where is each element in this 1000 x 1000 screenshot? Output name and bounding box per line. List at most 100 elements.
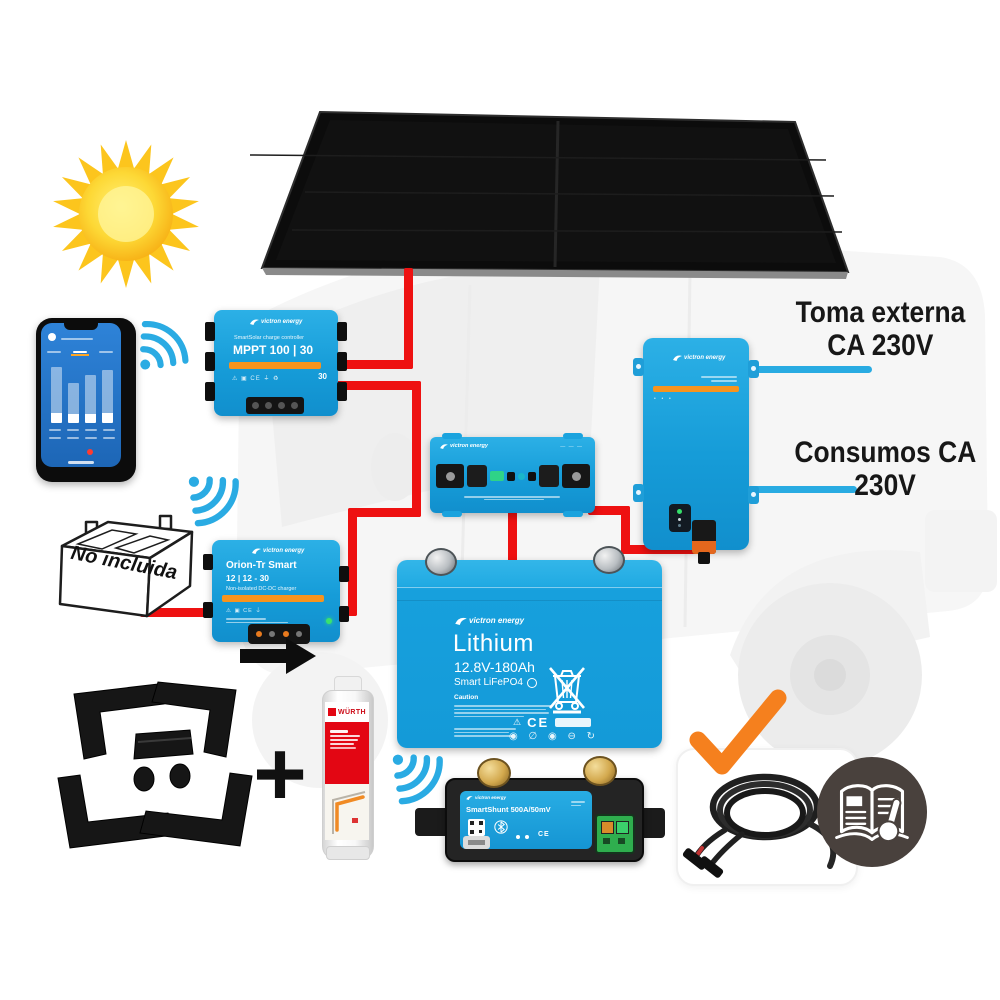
battery-product-name: Lithium [453, 630, 534, 657]
orion-spec-lines [226, 616, 326, 625]
battery-terminal-positive [593, 546, 625, 574]
plus-icon: + [253, 723, 307, 825]
cartridge-illustration [325, 784, 369, 840]
battery-warning-icon: ⚠ [513, 717, 522, 727]
app-chart-bar-2 [68, 383, 79, 423]
mounting-bracket-kit [57, 681, 253, 849]
app-chart-bar-1 [51, 367, 62, 423]
shunt-bolt-left [477, 758, 511, 788]
mppt-cert-icons: ⚠ ▣ CE ⏚ ♻ [232, 376, 280, 382]
battery-bluetooth-badge [526, 677, 537, 688]
shunt-right-marks [571, 799, 587, 808]
ac-line-toma-externa [750, 366, 872, 373]
inverter: victron energy • • • [633, 338, 759, 564]
smartphone [36, 318, 136, 482]
shunt-dot-2 [525, 835, 529, 839]
label-toma-externa-line2: CA 230V [826, 329, 934, 362]
ac-line-consumos [747, 486, 857, 493]
wire-starter-battery-to-orion [140, 608, 214, 617]
busbar-top-marks: — — — [560, 444, 583, 450]
inverter-cable-stub [698, 552, 710, 564]
battery-ce-mark: CE [527, 715, 550, 730]
app-stat [67, 429, 79, 431]
wire-panel-to-mppt-v [404, 268, 413, 369]
victron-wing-icon [673, 355, 682, 361]
phone-screen [41, 323, 121, 467]
app-tab-underline [71, 354, 89, 356]
app-tab2 [73, 351, 87, 353]
victron-brand: victron energy [475, 795, 507, 800]
wire-busbar-to-inverter-v1 [621, 506, 630, 554]
busbar-terminal-strip [436, 463, 590, 489]
label-consumos: Consumos CA 230V [780, 436, 990, 502]
shunt-data-port [463, 836, 490, 849]
orion-led [326, 618, 332, 624]
orion-title: Orion-Tr Smart [226, 560, 297, 571]
orion-orange-stripe [222, 595, 324, 602]
smartshunt: victron energy SmartShunt 500A/50mV CE [415, 756, 665, 864]
app-chart-bar-4 [102, 370, 113, 423]
label-consumos-line2: 230V [854, 469, 916, 502]
victron-wing-icon [252, 548, 261, 554]
victron-wing-icon [455, 617, 467, 625]
wifi-icon [392, 754, 443, 805]
busbar-bottom-marks [464, 495, 564, 501]
orion-cert-icons: ⚠ ▣ CE ⏚ [226, 608, 262, 614]
app-stat [85, 429, 97, 431]
app-avatar [48, 333, 56, 341]
victron-brand: victron energy [261, 318, 303, 325]
bluetooth-icon [494, 820, 508, 834]
victron-wing-icon [466, 796, 473, 800]
wire-mppt-out-v [412, 381, 421, 517]
checkmark-icon [689, 689, 787, 775]
wifi-icon [188, 476, 239, 527]
dc-distributor: victron energy — — — [430, 433, 595, 517]
wire-to-orion-v [348, 508, 357, 616]
shunt-model-label: SmartShunt 500A/50mV [466, 805, 551, 814]
manual-book-icon [816, 756, 928, 868]
victron-brand: victron energy [450, 443, 488, 449]
cartridge-base [326, 846, 370, 860]
phone-home-indicator [68, 461, 94, 464]
app-tab1 [47, 351, 61, 353]
battery-terminal-negative [425, 548, 457, 576]
orion-dcdc-charger: victron energy Orion-Tr Smart 12 | 12 - … [203, 540, 349, 644]
wire-busbar-to-battery [508, 504, 517, 566]
phone-notch [64, 323, 98, 330]
battery-address-lines [454, 726, 534, 739]
shunt-terminal-connector [595, 814, 635, 854]
app-stat [85, 437, 97, 439]
wire-busbar-to-inverter-h1 [588, 506, 630, 515]
mppt-charge-controller: victron energy SmartSolar charge control… [205, 310, 347, 416]
lithium-battery: victron energy Lithium 12.8V-180Ah Smart… [397, 546, 662, 748]
orion-subtitle: Non-isolated DC-DC charger [226, 586, 297, 592]
orion-model: 12 | 12 - 30 [226, 573, 270, 583]
inverter-dc-connector [692, 520, 716, 554]
mppt-model: MPPT 100 | 30 [233, 343, 314, 357]
app-chart-bar-3 [85, 375, 96, 423]
shunt-ce-mark: CE [538, 831, 550, 838]
solar-panel [250, 110, 850, 279]
sun-icon [53, 140, 199, 288]
battery-caution-lines [454, 703, 554, 719]
victron-wing-icon [440, 444, 448, 449]
label-toma-externa-line1: Toma externa [795, 296, 965, 329]
app-stat [103, 429, 115, 431]
shunt-bolt-right [583, 756, 617, 786]
battery-capacity: 12.8V-180Ah [454, 659, 535, 675]
wifi-icon [140, 321, 189, 370]
label-consumos-line1: Consumos CA [794, 436, 976, 469]
sealant-cartridge: WÜRTH [316, 676, 378, 872]
app-tab3 [99, 351, 113, 353]
app-stat [67, 437, 79, 439]
cartridge-red-panel [325, 722, 369, 784]
label-toma-externa: Toma externa CA 230V [775, 296, 985, 362]
app-stat [49, 429, 61, 431]
battery-chemistry: Smart LiFePO4 [454, 677, 523, 688]
wurth-logo-mark [327, 708, 336, 716]
mppt-subtitle: SmartSolar charge controller [234, 335, 305, 341]
shunt-dot-1 [516, 835, 520, 839]
weee-bin-icon [549, 667, 585, 714]
battery-cert-icons: ◉ ∅ ◉ ⊖ ↻ [509, 731, 600, 742]
